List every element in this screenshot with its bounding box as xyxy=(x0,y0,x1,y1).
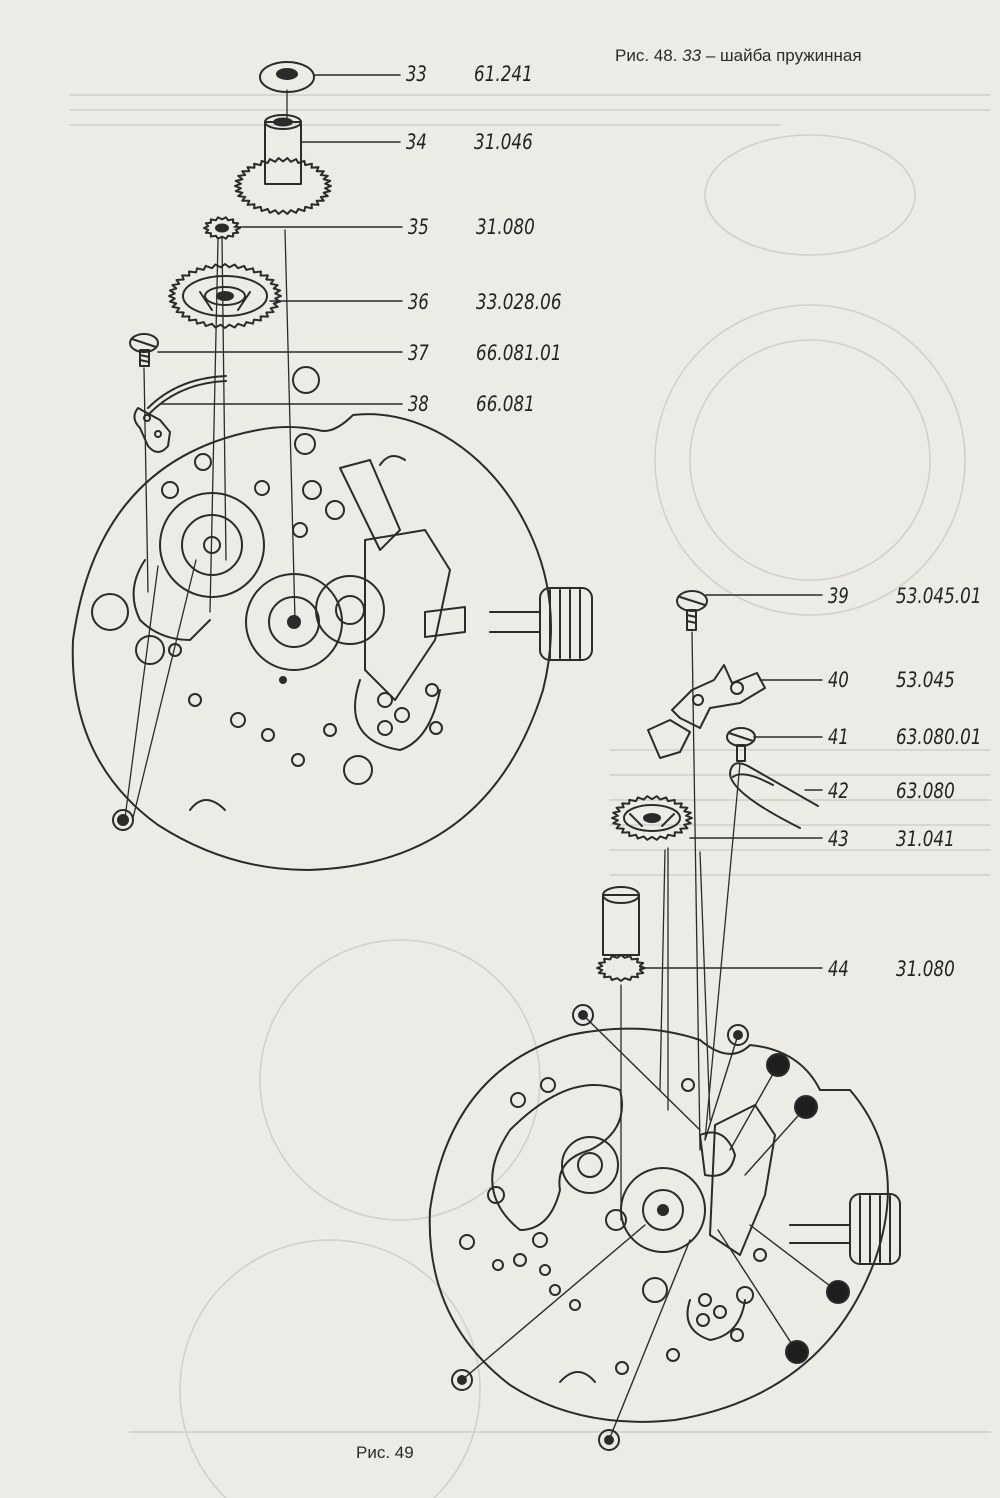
oil-point-open-marker xyxy=(451,1369,473,1391)
callout-number: 33 xyxy=(406,62,427,86)
part-code: 31.046 xyxy=(474,130,533,154)
part-37-screw xyxy=(129,333,159,367)
oil-point-filled-marker xyxy=(794,1095,818,1119)
part-code: 31.080 xyxy=(896,957,955,981)
oil-point-filled-marker xyxy=(766,1053,790,1077)
part-code: 66.081.01 xyxy=(476,341,562,365)
part-42-spring xyxy=(729,762,819,829)
movement-plate-upper xyxy=(71,413,593,871)
lubrication-markers xyxy=(451,1004,850,1451)
callout-leader-lines xyxy=(157,74,823,969)
callout-number: 41 xyxy=(828,725,849,749)
oil-point-filled-marker xyxy=(826,1280,850,1304)
callout-number: 38 xyxy=(408,392,429,416)
part-35-small-pinion xyxy=(203,216,241,240)
lubrication-pointers xyxy=(461,1014,839,1441)
assembly-guide-lines-upper xyxy=(124,89,296,819)
part-34-cannon-pinion xyxy=(234,114,332,215)
callout-number: 36 xyxy=(408,290,429,314)
figure-48-label: Рис. 48. xyxy=(615,46,678,65)
callout-number: 39 xyxy=(828,584,849,608)
part-33-spring-washer xyxy=(259,61,315,93)
oil-point-open-marker xyxy=(727,1024,749,1046)
part-38-spring-lever xyxy=(133,366,320,453)
callout-number: 44 xyxy=(828,957,849,981)
oil-point-filled-marker xyxy=(785,1340,809,1364)
figure-49-caption: Рис. 49 xyxy=(356,1443,414,1462)
part-code: 31.041 xyxy=(896,827,955,851)
part-41-screw xyxy=(726,727,756,762)
figure-48-item-number: 33 xyxy=(682,46,702,65)
part-39-screw xyxy=(676,590,708,631)
show-through-ghost xyxy=(69,94,991,1498)
part-44-setting-wheel-pinion xyxy=(596,886,646,982)
callout-number: 35 xyxy=(408,215,429,239)
part-code: 63.080.01 xyxy=(896,725,982,749)
part-43-intermediate-wheel xyxy=(611,795,693,841)
movement-plate-lower xyxy=(428,1027,901,1423)
oil-point-open-marker xyxy=(572,1004,594,1026)
callout-number: 37 xyxy=(408,341,429,365)
figure-48-caption: Рис. 48. 33 – шайба пружинная xyxy=(615,46,862,66)
part-code: 66.081 xyxy=(476,392,535,416)
part-code: 31.080 xyxy=(476,215,535,239)
part-code: 61.241 xyxy=(474,62,533,86)
oil-point-open-marker xyxy=(598,1429,620,1451)
assembly-guide-lines-lower xyxy=(620,631,741,1221)
figure-48-item-description: – шайба пружинная xyxy=(705,46,862,65)
callout-number: 34 xyxy=(406,130,427,154)
callout-number: 40 xyxy=(828,668,849,692)
callout-number: 43 xyxy=(828,827,849,851)
part-code: 33.028.06 xyxy=(476,290,562,314)
part-36-hour-wheel xyxy=(168,263,282,329)
part-code: 63.080 xyxy=(896,779,955,803)
part-code: 53.045.01 xyxy=(896,584,982,608)
callout-number: 42 xyxy=(828,779,849,803)
part-code: 53.045 xyxy=(896,668,955,692)
